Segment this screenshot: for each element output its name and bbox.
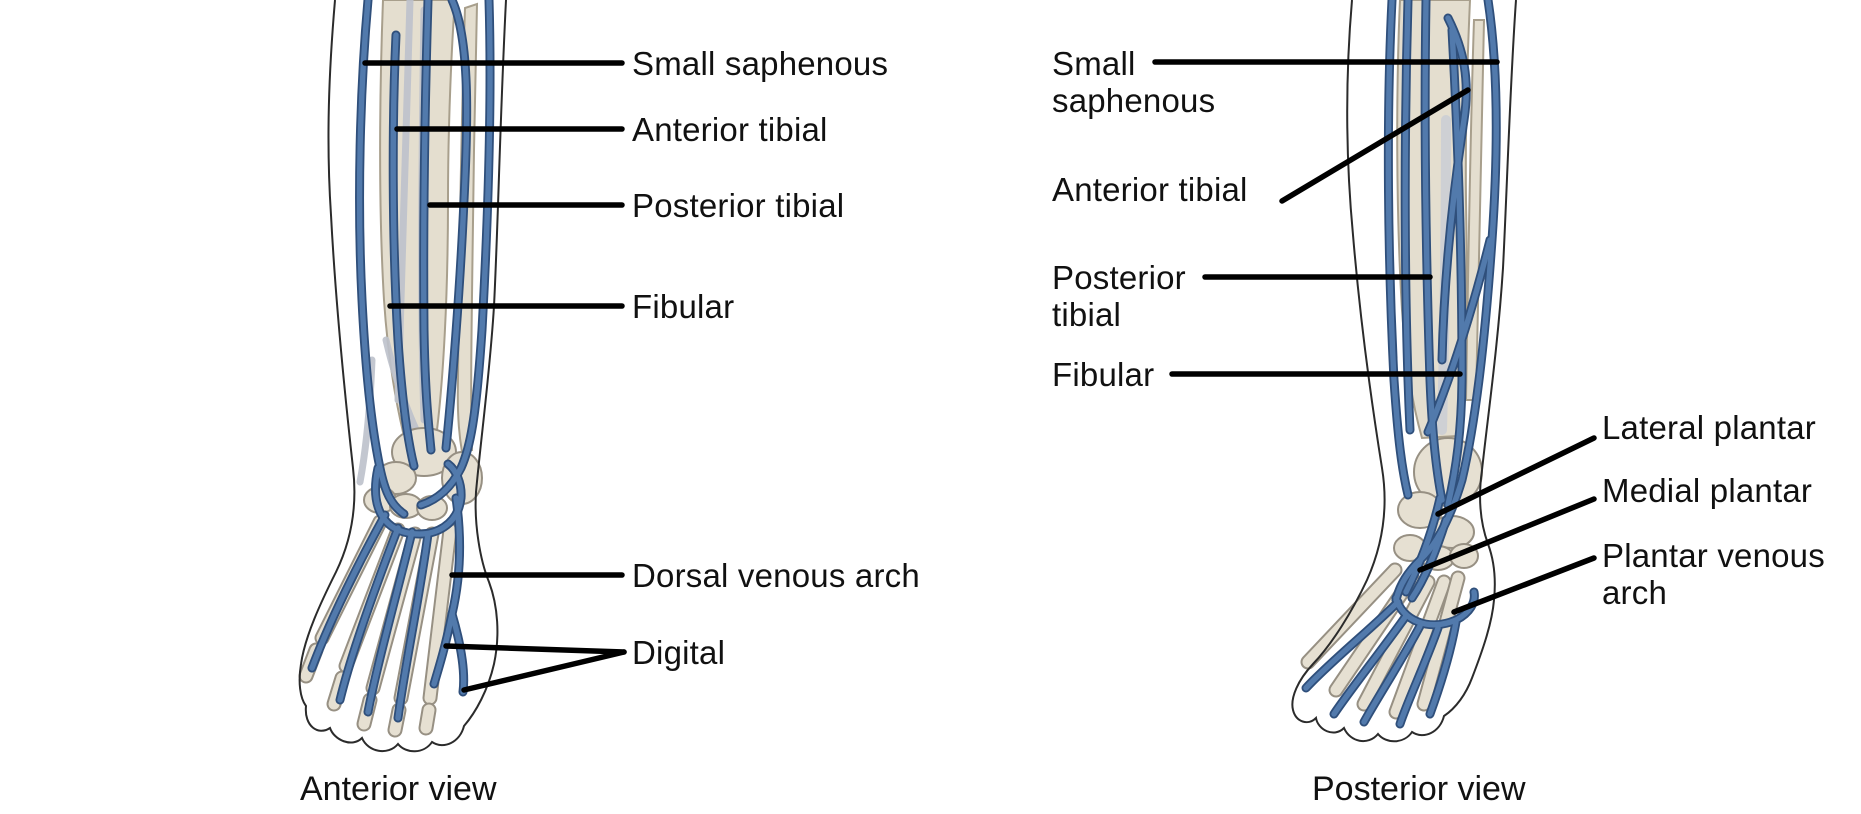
label-dorsal-venous-arch: Dorsal venous arch — [632, 557, 920, 594]
label-posterior-tibial-posterior: Posterior tibial — [1052, 259, 1186, 333]
caption-posterior-view: Posterior view — [1312, 770, 1526, 808]
label-small-saphenous-anterior: Small saphenous — [632, 45, 889, 82]
leader-lines — [362, 59, 1597, 693]
leader-lateral-plantar — [1435, 435, 1597, 517]
leader-plantar-venous-arch — [1451, 555, 1597, 615]
leader-digital-upper — [443, 643, 627, 655]
label-fibular-anterior: Fibular — [632, 288, 735, 325]
caption-anterior-view: Anterior view — [300, 770, 497, 808]
leader-medial-plantar — [1417, 496, 1597, 573]
label-digital: Digital — [632, 634, 726, 671]
label-lateral-plantar: Lateral plantar — [1602, 409, 1816, 446]
leader-anterior-tibial-posterior — [1279, 87, 1471, 204]
label-small-saphenous-posterior: Small saphenous — [1052, 45, 1216, 119]
label-anterior-tibial-posterior: Anterior tibial — [1052, 171, 1248, 208]
anterior-leg-illustration — [298, 0, 507, 753]
foot-bones-posterior — [1300, 562, 1466, 720]
posterior-leg-illustration — [1291, 0, 1517, 743]
anterior-leg-outline — [298, 0, 507, 753]
label-plantar-venous-arch: Plantar venous arch — [1602, 537, 1825, 611]
label-fibular-posterior: Fibular — [1052, 356, 1155, 393]
posterior-leg-outline — [1291, 0, 1517, 743]
label-anterior-tibial-anterior: Anterior tibial — [632, 111, 828, 148]
label-posterior-tibial-anterior: Posterior tibial — [632, 187, 845, 224]
leader-digital-lower — [461, 649, 627, 693]
label-medial-plantar: Medial plantar — [1602, 472, 1813, 509]
